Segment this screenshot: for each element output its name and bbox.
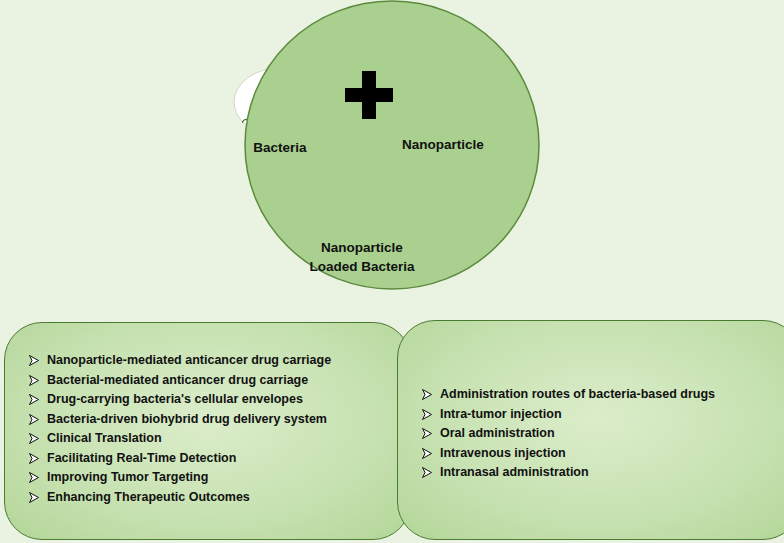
image-label: Nanoparticle Loaded Bacteria xyxy=(302,238,422,276)
arrow-bullet xyxy=(29,394,39,405)
list-text: Drug-carrying bacteria's cellular envelo… xyxy=(47,390,303,410)
list-text: Intra-tumor injection xyxy=(440,405,562,425)
arrow-bullet xyxy=(422,448,432,459)
arrow-bullet xyxy=(29,355,39,366)
list-item: Improving Tumor Targeting xyxy=(29,468,410,488)
arrow-bullet xyxy=(422,409,432,420)
list-text: Oral administration xyxy=(440,424,555,444)
arrow-bullet xyxy=(29,433,39,444)
list-item: Enhancing Therapeutic Outcomes xyxy=(29,488,410,508)
list-text: Intravenous injection xyxy=(440,444,566,464)
arrow-bullet xyxy=(422,389,432,400)
list-text: Clinical Translation xyxy=(47,429,162,449)
group-circle: BacteriaNanoparticleNanoparticle Loaded … xyxy=(244,0,540,290)
list-text: Bacteria-driven biohybrid drug delivery … xyxy=(47,410,327,430)
list-item: Oral administration xyxy=(422,424,784,444)
list-text: Improving Tumor Targeting xyxy=(47,468,208,488)
list-item: Clinical Translation xyxy=(29,429,410,449)
arrow-bullet xyxy=(29,492,39,503)
list-item: Administration routes of bacteria-based … xyxy=(422,385,784,405)
list-text: Enhancing Therapeutic Outcomes xyxy=(47,488,250,508)
arrow-bullet xyxy=(29,453,39,464)
list-text: Administration routes of bacteria-based … xyxy=(440,385,715,405)
list-item: Drug-carrying bacteria's cellular envelo… xyxy=(29,390,410,410)
arrow-bullet xyxy=(29,375,39,386)
list-text: Intranasal administration xyxy=(440,463,589,483)
list-item: Intranasal administration xyxy=(422,463,784,483)
list-item: Intravenous injection xyxy=(422,444,784,464)
image-label: Nanoparticle xyxy=(393,135,493,154)
list-text: Bacterial-mediated anticancer drug carri… xyxy=(47,371,308,391)
list-item: Intra-tumor injection xyxy=(422,405,784,425)
list-text: Facilitating Real-Time Detection xyxy=(47,449,236,469)
list-box: Administration routes of bacteria-based … xyxy=(397,320,784,540)
arrow-bullet xyxy=(422,467,432,478)
list-item: Bacteria-driven biohybrid drug delivery … xyxy=(29,410,410,430)
list-text: Nanoparticle-mediated anticancer drug ca… xyxy=(47,351,331,371)
arrow-bullet xyxy=(29,414,39,425)
arrow-bullet xyxy=(29,472,39,483)
image-label: Bacteria xyxy=(230,138,330,157)
list-item: Facilitating Real-Time Detection xyxy=(29,449,410,469)
list-box: Nanoparticle-mediated anticancer drug ca… xyxy=(4,322,411,540)
circle-shape xyxy=(245,1,539,289)
arrow-bullet xyxy=(422,428,432,439)
list-item: Bacterial-mediated anticancer drug carri… xyxy=(29,371,410,391)
list-item: Nanoparticle-mediated anticancer drug ca… xyxy=(29,351,410,371)
plus-sign xyxy=(345,71,393,119)
